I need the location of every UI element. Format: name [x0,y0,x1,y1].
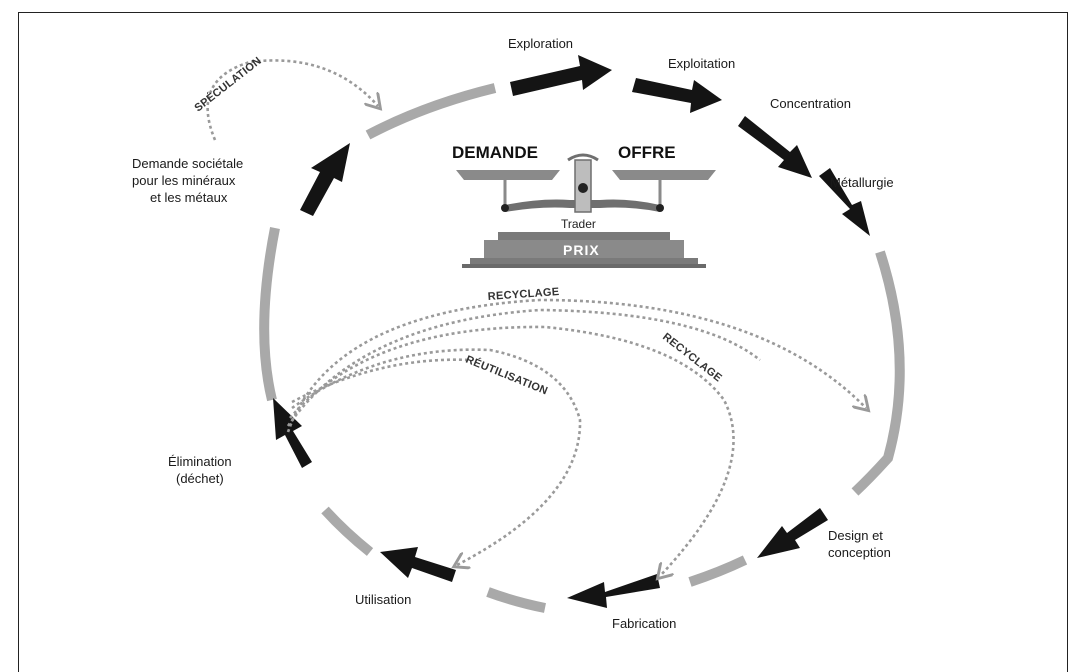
loop-reutilisation-1 [291,348,582,565]
pan-left-icon [456,170,560,180]
loop-reutilisation-2 [291,358,471,404]
loop-recyclage-outer-2 [286,308,761,427]
label-demande-3: et les métaux [150,190,228,205]
label-exploitation: Exploitation [668,56,735,71]
label-design-1: Design et [828,528,883,543]
cycle-black-arrows [273,55,870,608]
needle-icon [567,153,599,162]
base-step-bottom [470,258,698,264]
segment-bottom-left [321,506,374,556]
label-offre-pan: OFFRE [618,143,676,162]
segment-bottom-right [688,555,748,587]
arrow-concentration [738,116,812,178]
label-metallurgie: Métallurgie [830,175,894,190]
arrow-utilisation [380,547,456,582]
label-speculation: SPÉCULATION [192,54,264,114]
arrow-exploration [510,55,612,96]
label-design-2: conception [828,545,891,560]
label-reutilisation: RÉUTILISATION [464,353,550,398]
arrow-design [757,508,828,558]
label-prix: PRIX [563,242,600,258]
arrow-elimination [273,398,312,468]
pivot-right-icon [656,204,664,212]
label-recyclage-outer: RECYCLAGE [487,286,559,303]
balance-scale: DEMANDE OFFRE Trader PRIX [452,143,716,268]
label-demande-2: pour les minéraux [132,173,236,188]
label-elimination-2: (déchet) [176,471,224,486]
arrow-demande [300,143,350,216]
cycle-gray-segments [259,83,905,613]
arrow-exploitation [632,78,722,113]
loop-recyclage-outer-1 [286,298,866,433]
label-fabrication: Fabrication [612,616,676,631]
arrow-metallurgie [819,168,870,236]
base-step-floor [462,264,706,268]
loop-speculation [206,59,378,141]
segment-bottom [486,587,546,613]
label-demande-pan: DEMANDE [452,143,538,162]
label-concentration: Concentration [770,96,851,111]
label-elimination-1: Élimination [168,454,232,469]
base-step-top [498,232,670,240]
base-prix-block [484,240,684,258]
segment-left [259,227,280,402]
center-knob-icon [578,183,588,193]
loop-recyclage-inner [289,325,735,576]
pan-right-icon [612,170,716,180]
label-utilisation: Utilisation [355,592,411,607]
diagram-frame [18,12,1068,672]
arrow-fabrication [567,574,660,608]
label-trader: Trader [561,217,596,231]
label-exploration: Exploration [508,36,573,51]
segment-right [851,250,905,496]
segment-top-left [365,83,497,140]
pivot-left-icon [501,204,509,212]
dotted-loops [206,59,866,576]
label-demande-1: Demande sociétale [132,156,243,171]
